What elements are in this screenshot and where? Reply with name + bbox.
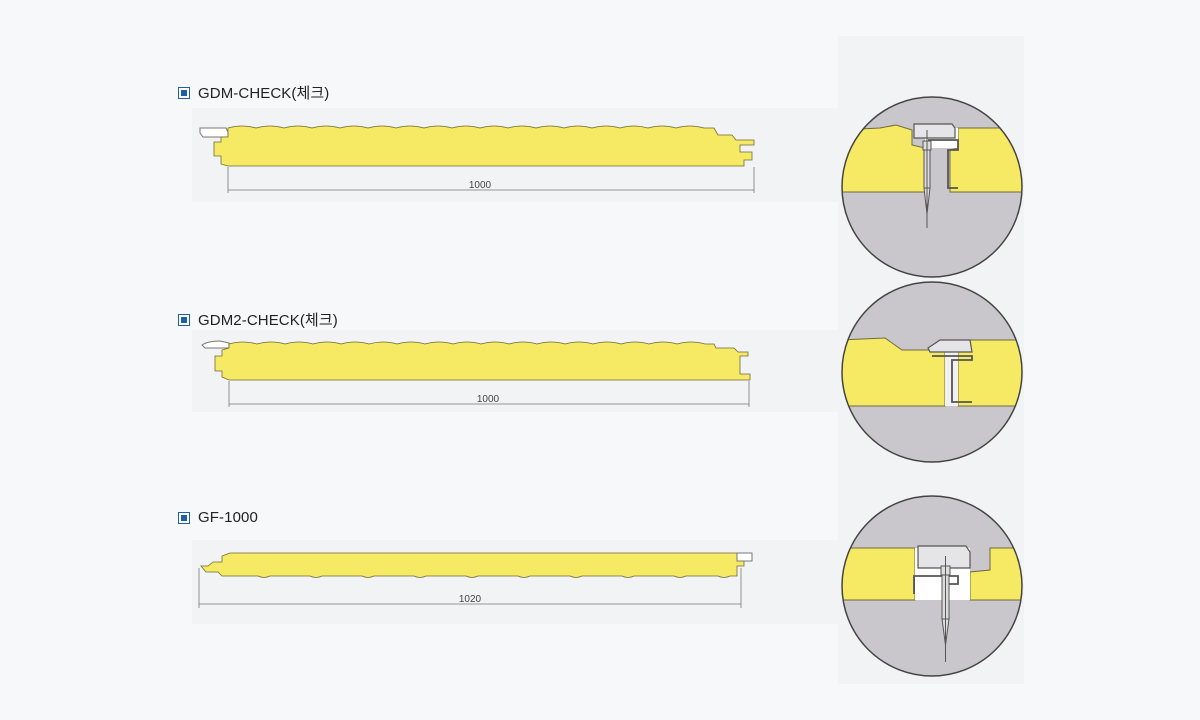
dimension-label: 1020 [459, 594, 482, 605]
product-title-gdm-check: GDM-CHECK(체크) [178, 82, 329, 103]
foam-band [842, 547, 916, 601]
left-joint-lip [199, 127, 229, 138]
screw [922, 130, 932, 228]
foam-core [200, 552, 745, 578]
dimension-line [227, 167, 755, 193]
product-name: GDM-CHECK(체크) [198, 85, 330, 102]
product-name: GDM2-CHECK(체크) [198, 312, 338, 329]
panel-section-gdm-check: 1000 [199, 125, 755, 193]
steel-clip [928, 139, 959, 189]
cap-profile [927, 339, 973, 353]
square-bullet-icon [178, 86, 190, 99]
square-bullet-icon [178, 313, 190, 326]
steel-clip [932, 355, 973, 403]
right-joint-lip [736, 552, 753, 562]
foam-core [213, 125, 755, 167]
product-title-gf-1000: GF-1000 [178, 509, 258, 526]
product-title-gdm2-check: GDM2-CHECK(체크) [178, 309, 338, 330]
dimension-label: 1000 [469, 180, 492, 191]
screw [940, 556, 951, 662]
foam-band [842, 124, 926, 193]
joint-detail-gdm2-check [841, 281, 1023, 463]
dimension-label: 1000 [477, 394, 500, 405]
joint-detail-gdm-check [841, 96, 1023, 278]
joint-detail-gf-1000 [841, 495, 1023, 677]
panel-section-gf-1000: 1020 [198, 552, 753, 608]
product-name: GF-1000 [198, 509, 258, 526]
dimension-line [198, 568, 742, 608]
cap-profile [913, 123, 956, 139]
cap-profile [917, 545, 971, 569]
panel-section-gdm2-check: 1000 [201, 340, 751, 407]
dimension-line [228, 381, 750, 407]
foam-core [214, 341, 751, 381]
square-bullet-icon [178, 511, 190, 524]
